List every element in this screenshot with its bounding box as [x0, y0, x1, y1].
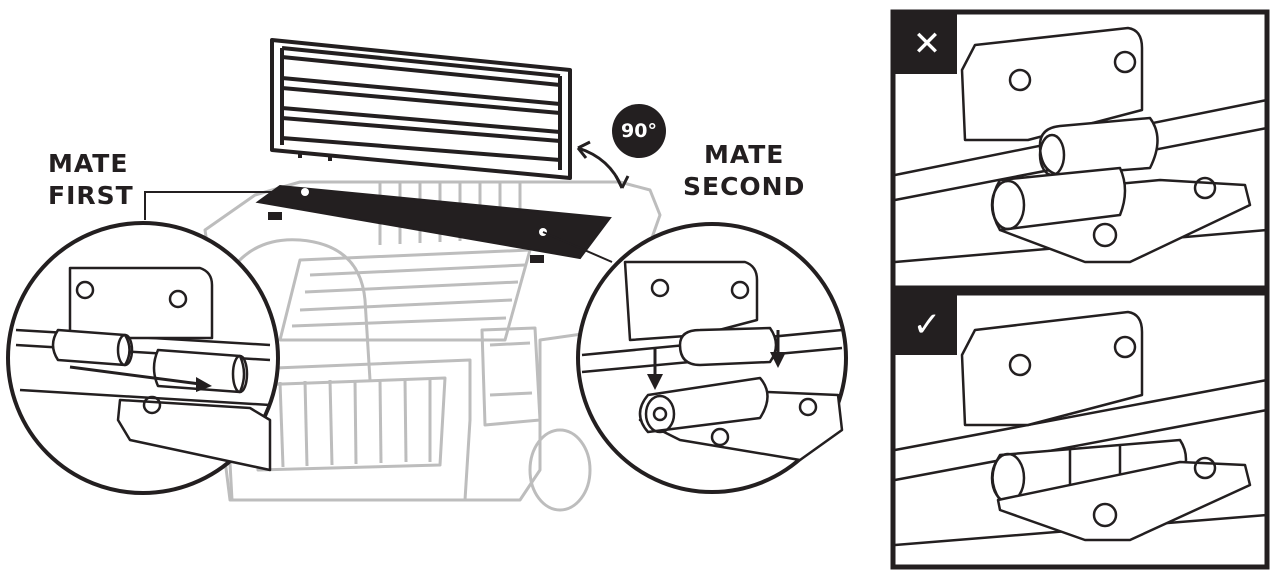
mate-second-line1: MATE: [703, 140, 785, 169]
checkmark-icon: ✓: [912, 305, 942, 345]
hinge-rail: [255, 184, 612, 263]
detail-circle-first: [6, 221, 280, 495]
close-icon: ✕: [912, 24, 942, 64]
mate-second-label: MATE SECOND: [683, 139, 805, 203]
mate-first-line2: FIRST: [48, 181, 134, 210]
panel-incorrect: [890, 9, 1270, 291]
mate-first-line1: MATE: [48, 149, 129, 178]
panel-correct: [890, 290, 1270, 570]
leader-lines: [144, 191, 613, 263]
mate-first-label: MATE FIRST: [48, 148, 134, 212]
rotation-arrow-icon: [576, 140, 630, 189]
detail-circle-second: [576, 222, 848, 494]
rack-panel: [270, 38, 572, 180]
angle-label: 90°: [621, 120, 657, 142]
angle-badge: [612, 104, 666, 158]
mate-second-line2: SECOND: [683, 172, 806, 201]
